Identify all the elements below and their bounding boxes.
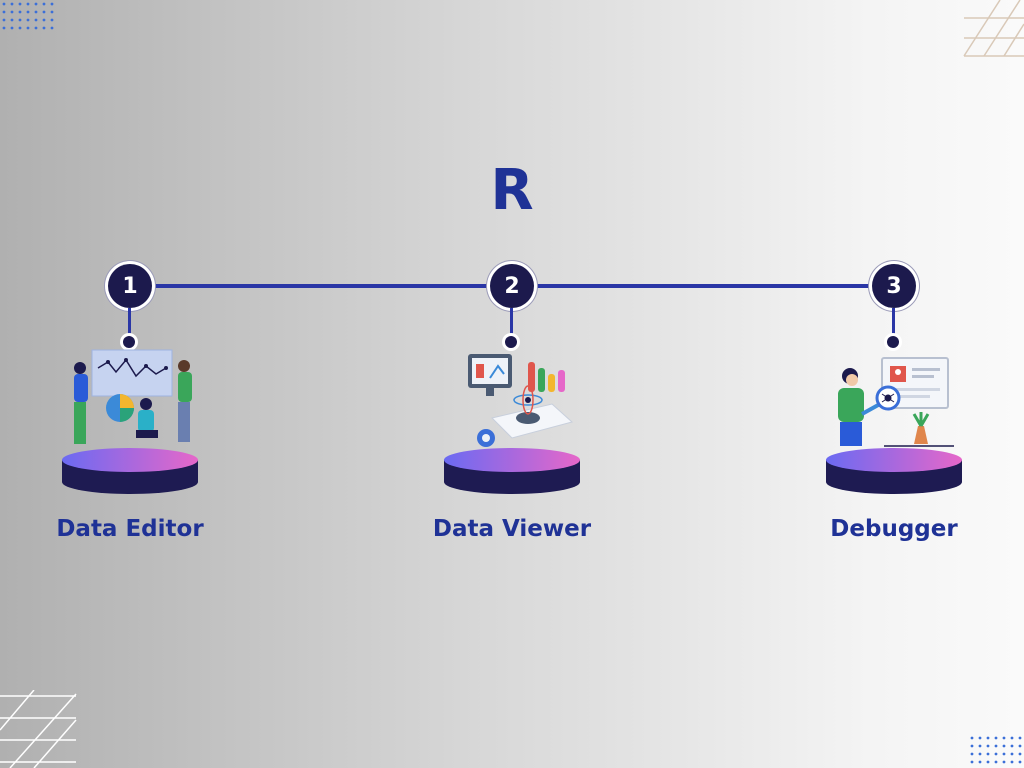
step-badge: 2 bbox=[490, 264, 534, 308]
dot-grid-bottom-right bbox=[970, 736, 1022, 764]
pedestal bbox=[62, 448, 198, 494]
slanted-grid-top-right bbox=[963, 0, 1024, 57]
step-badge: 1 bbox=[108, 264, 152, 308]
dot-grid-top-left bbox=[2, 2, 54, 30]
step-label: Data Editor bbox=[56, 516, 204, 542]
connector-dot bbox=[123, 336, 135, 348]
data-viewer-illustration bbox=[468, 354, 574, 447]
step-connector bbox=[892, 308, 895, 338]
data-editor-illustration bbox=[74, 349, 192, 444]
page-title: R bbox=[490, 158, 534, 223]
step-badge: 3 bbox=[872, 264, 916, 308]
step-connector bbox=[128, 308, 131, 338]
debugger-illustration bbox=[838, 357, 954, 447]
pedestal bbox=[826, 448, 962, 494]
connector-dot bbox=[505, 336, 517, 348]
step-label: Debugger bbox=[830, 516, 958, 542]
step-3: 3 Debugger bbox=[794, 0, 994, 768]
connector-dot bbox=[887, 336, 899, 348]
step-1: 1 Data Editor bbox=[30, 0, 230, 768]
step-label: Data Viewer bbox=[432, 516, 592, 542]
pedestal bbox=[444, 448, 580, 494]
slanted-grid-bottom-left bbox=[0, 690, 77, 768]
step-connector bbox=[510, 308, 513, 338]
step-2: 2 Data Viewer bbox=[412, 0, 612, 768]
